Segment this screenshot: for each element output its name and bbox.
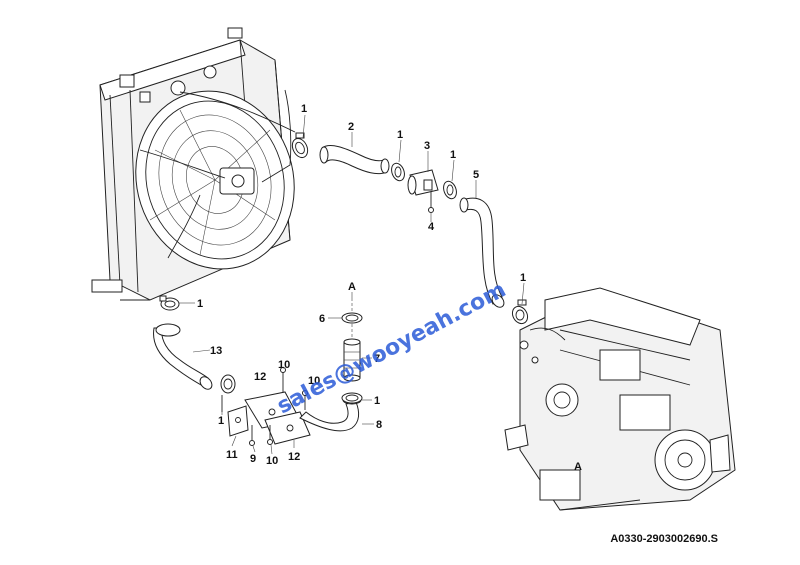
watermark-text: sales@wooyeah.com xyxy=(273,277,510,419)
leader-lines xyxy=(179,114,525,455)
callout-5-hose: 5 xyxy=(473,169,479,181)
drawing-reference-code: A0330-2903002690.S xyxy=(610,533,718,545)
callout-13-hose: 13 xyxy=(210,345,222,357)
callout-1-clamp: 1 xyxy=(197,298,203,310)
callout-A-marker: A xyxy=(574,461,582,473)
callout-6-clamp: 6 xyxy=(319,313,325,325)
engine-block xyxy=(504,287,736,511)
callout-10-bolt: 10 xyxy=(266,455,278,467)
callout-labels: 1 2 1 3 1 4 5 1 1 A 6 7 13 10 12 10 1 1 … xyxy=(197,103,582,473)
callout-1-clamp: 1 xyxy=(374,395,380,407)
lower-hose-chain xyxy=(153,295,363,446)
callout-1-clamp: 1 xyxy=(450,149,456,161)
callout-12-bracket: 12 xyxy=(254,371,266,383)
callout-1-clamp: 1 xyxy=(520,272,526,284)
callout-1-clamp: 1 xyxy=(397,129,403,141)
callout-3-connector: 3 xyxy=(424,140,430,152)
callout-9-bolt: 9 xyxy=(250,453,256,465)
callout-10-bolt: 10 xyxy=(308,375,320,387)
callout-2-hose: 2 xyxy=(348,121,354,133)
callout-8-pipe: 8 xyxy=(376,419,382,431)
callout-11-plate: 11 xyxy=(226,449,238,461)
callout-7-hose: 7 xyxy=(374,353,380,365)
callout-12-bracket: 12 xyxy=(288,451,300,463)
callout-1-clamp: 1 xyxy=(301,103,307,115)
callout-10-bolt: 10 xyxy=(278,359,290,371)
callout-A-marker: A xyxy=(348,281,356,293)
callout-1-clamp: 1 xyxy=(218,415,224,427)
radiator-assembly xyxy=(91,27,296,301)
callout-4-bolt: 4 xyxy=(428,221,435,233)
